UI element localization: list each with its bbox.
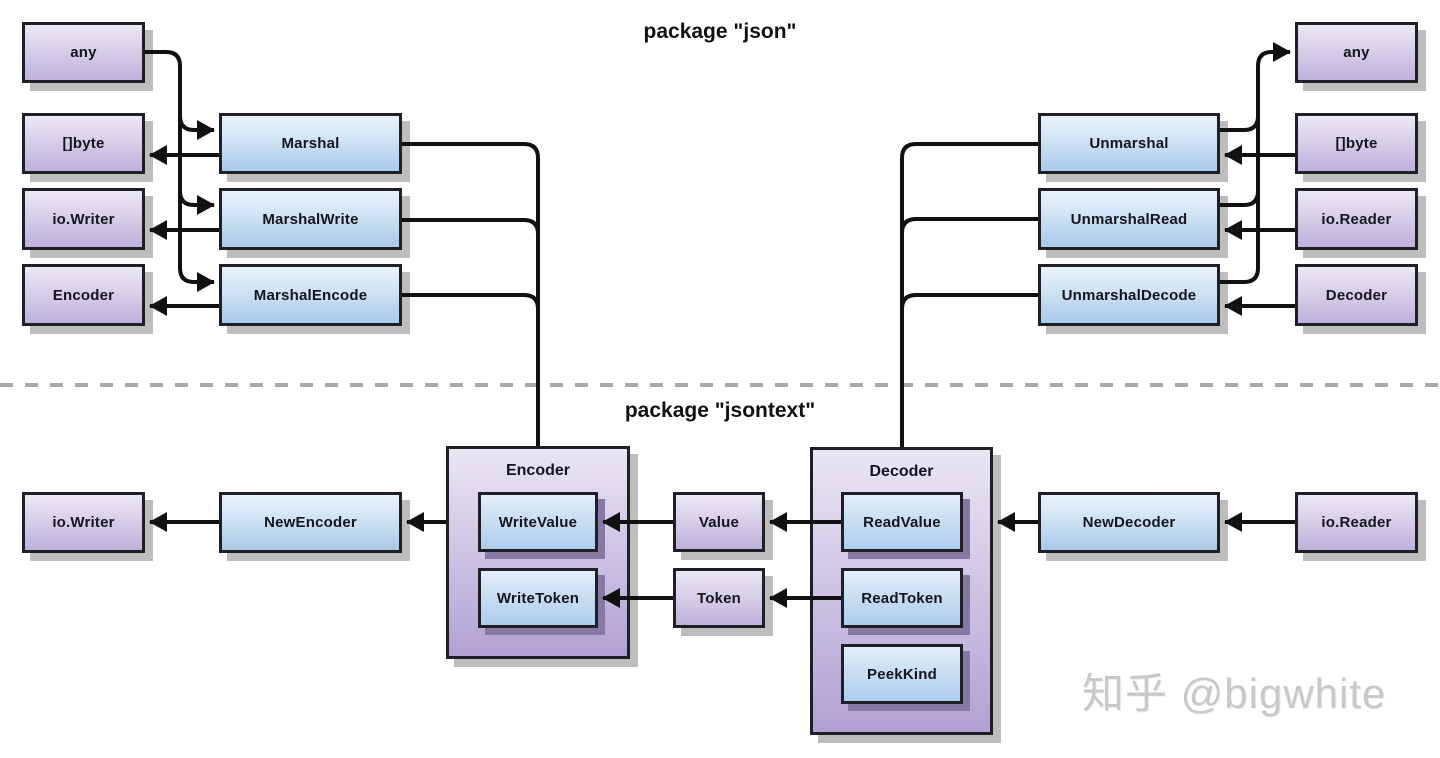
node-token: Token [673, 568, 765, 628]
node-unmarshal: Unmarshal [1038, 113, 1220, 174]
node-ioreader-bottom: io.Reader [1295, 492, 1418, 553]
node-write-token: WriteToken [478, 568, 598, 628]
edge-unmarshal-to-decoder-struct [900, 142, 1038, 447]
node-read-value: ReadValue [841, 492, 963, 552]
json-package-title: package "json" [643, 20, 797, 43]
edge-any-to-marshal [178, 115, 215, 140]
jsontext-package-title: package "jsontext" [624, 399, 816, 422]
node-read-token: ReadToken [841, 568, 963, 628]
watermark-text: 知乎 @bigwhite [1082, 670, 1387, 717]
edge-unmarshaldecode-to-decoder-struct [900, 293, 1038, 310]
node-new-decoder: NewDecoder [1038, 492, 1220, 553]
edge-marshalwrite-to-encoder-struct [402, 218, 540, 235]
node-peek-kind: PeekKind [841, 644, 963, 704]
node-iowriter-bottom: io.Writer [22, 492, 145, 553]
node-decoder-right: Decoder [1295, 264, 1418, 326]
node-any-right: any [1295, 22, 1418, 83]
encoder-struct-title: Encoder [505, 462, 570, 479]
edge-unmarshalread-to-decoder-struct [900, 217, 1038, 234]
edge-unmarshaldecode-to-any [1220, 42, 1291, 284]
decoder-struct-title: Decoder [869, 463, 934, 480]
node-unmarshal-read: UnmarshalRead [1038, 188, 1220, 250]
node-new-encoder: NewEncoder [219, 492, 402, 553]
edge-marshal-to-encoder-struct [402, 142, 540, 446]
edge-any-to-marshalwrite [178, 190, 215, 215]
edge-unmarshal-to-any [1220, 115, 1260, 132]
node-marshal: Marshal [219, 113, 402, 174]
node-any-left: any [22, 22, 145, 83]
node-marshal-encode: MarshalEncode [219, 264, 402, 326]
node-marshal-write: MarshalWrite [219, 188, 402, 250]
edge-unmarshalread-to-any [1220, 190, 1260, 207]
node-byte-right: []byte [1295, 113, 1418, 174]
node-ioreader-right: io.Reader [1295, 188, 1418, 250]
node-value: Value [673, 492, 765, 552]
node-byte-left: []byte [22, 113, 145, 174]
node-encoder-left: Encoder [22, 264, 145, 326]
edge-marshalencode-to-encoder-struct [402, 293, 540, 310]
edge-any-to-marshalencode [145, 50, 215, 292]
node-iowriter-left: io.Writer [22, 188, 145, 250]
node-write-value: WriteValue [478, 492, 598, 552]
node-unmarshal-decode: UnmarshalDecode [1038, 264, 1220, 326]
